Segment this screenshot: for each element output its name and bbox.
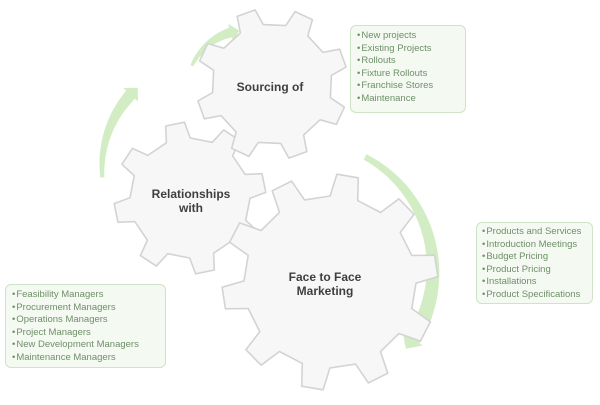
list-item: New Development Managers [12, 339, 159, 352]
list-item: Product Pricing [482, 264, 587, 277]
list-item: Introduction Meetings [482, 239, 587, 252]
list-item: Franchise Stores [357, 80, 459, 93]
arrow-relationships [99, 87, 138, 178]
list-item: Maintenance Managers [12, 352, 159, 365]
gear-face-to-face [221, 173, 439, 391]
list-item: Budget Pricing [482, 251, 587, 264]
face-to-face-items-box: Products and Services Introduction Meeti… [476, 222, 593, 304]
list-item: Feasibility Managers [12, 289, 159, 302]
list-item: Project Managers [12, 327, 159, 340]
relationships-items-box: Feasibility Managers Procurement Manager… [5, 284, 166, 368]
gears-layer [113, 9, 439, 391]
face-to-face-items-list: Products and Services Introduction Meeti… [482, 226, 587, 302]
relationships-items-list: Feasibility Managers Procurement Manager… [12, 289, 159, 365]
arrows-layer [99, 23, 440, 349]
list-item: Operations Managers [12, 314, 159, 327]
gear-label-sourcing: Sourcing of [236, 80, 304, 94]
arrow-sourcing [190, 23, 240, 67]
list-item: Fixture Rollouts [357, 68, 459, 81]
list-item: Installations [482, 276, 587, 289]
gear-label-relationships: Relationships with [151, 187, 231, 216]
list-item: Product Specifications [482, 289, 587, 302]
list-item: Existing Projects [357, 43, 459, 56]
gear-label-face-to-face: Face to Face Marketing [288, 270, 362, 299]
list-item: Procurement Managers [12, 302, 159, 315]
list-item: Maintenance [357, 93, 459, 106]
sourcing-items-list: New projects Existing Projects Rollouts … [357, 30, 459, 106]
sourcing-items-box: New projects Existing Projects Rollouts … [350, 25, 466, 113]
list-item: Products and Services [482, 226, 587, 239]
list-item: Rollouts [357, 55, 459, 68]
gear-sourcing [197, 9, 347, 159]
list-item: New projects [357, 30, 459, 43]
